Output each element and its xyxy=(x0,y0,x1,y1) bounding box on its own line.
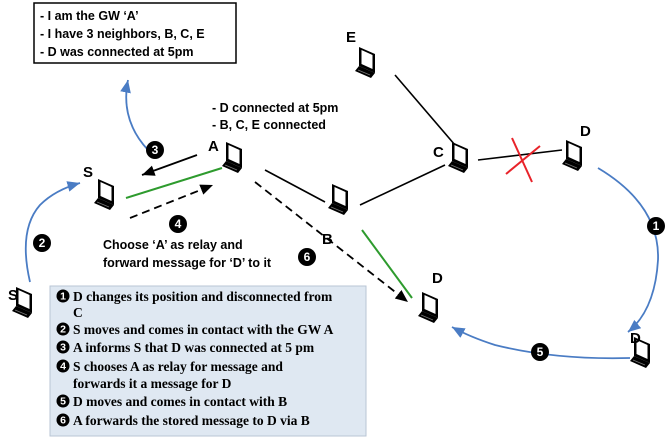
laptop-icon-e xyxy=(354,46,376,79)
legend-text-5: D moves and comes in contact with B xyxy=(73,394,287,409)
node-label-d-top: D xyxy=(580,123,591,140)
legend-item-5: 5 D moves and comes in contact with B xyxy=(56,394,287,409)
relay-note-line-2: forward message for ‘D’ to it xyxy=(103,256,272,270)
node-label-d-right: D xyxy=(630,330,641,347)
node-label-b: B xyxy=(322,231,333,248)
link-s-a xyxy=(125,167,223,199)
legend-item-6: 6 A forwards the stored message to D via… xyxy=(56,413,310,428)
step-number-2: 2 xyxy=(39,236,46,250)
legend-text-2: S moves and comes in contact with the GW… xyxy=(73,322,334,337)
step-marker-2: 2 xyxy=(33,234,51,252)
gw-info-line-1: - I am the GW ‘A’ xyxy=(40,9,139,23)
laptop-icon-s-top xyxy=(93,178,115,211)
legend-text-4a: S chooses A as relay for message and xyxy=(73,359,283,374)
legend-box xyxy=(49,285,367,437)
legend-number-5: 5 xyxy=(60,396,66,408)
laptop-icon-b xyxy=(327,183,349,216)
broken-link-icon xyxy=(505,137,541,183)
legend-text-6: A forwards the stored message to D via B xyxy=(73,413,310,428)
link-a-b xyxy=(264,169,326,203)
node-label-s-bottom: S xyxy=(8,287,18,304)
laptop-icon-a xyxy=(221,141,243,174)
legend-text-3: A informs S that D was connected at 5 pm xyxy=(73,340,315,355)
node-label-d-mid: D xyxy=(432,270,443,287)
step-marker-6: 6 xyxy=(298,248,316,266)
node-label-s-top: S xyxy=(83,164,93,181)
laptop-icon-c xyxy=(447,141,469,174)
step-number-3: 3 xyxy=(152,143,159,157)
step-number-6: 6 xyxy=(304,250,311,264)
legend-item-4: 4 S chooses A as relay for message and f… xyxy=(56,359,283,391)
step-number-5: 5 xyxy=(537,345,544,359)
node-label-a: A xyxy=(208,138,219,155)
step-marker-4: 4 xyxy=(169,215,187,233)
a-note-line-1: - D connected at 5pm xyxy=(212,101,338,115)
node-label-c: C xyxy=(433,144,444,161)
arrow-a-to-d xyxy=(254,181,409,303)
movement-arrow-d-right-to-d-mid xyxy=(451,326,631,360)
arrow-a-to-s xyxy=(141,154,198,176)
laptop-icon-d-mid xyxy=(417,291,439,324)
arrow-s-to-a xyxy=(129,184,214,219)
legend-item-3: 3 A informs S that D was connected at 5 … xyxy=(56,340,315,355)
legend-number-3: 3 xyxy=(60,342,66,354)
movement-arrow-s-to-gwbox xyxy=(120,79,149,151)
legend-number-1: 1 xyxy=(60,291,66,303)
movement-arrow-s-bottom-to-s xyxy=(24,181,81,283)
laptop-icon-d-top xyxy=(561,139,583,172)
step-number-1: 1 xyxy=(653,219,660,233)
gw-info-line-2: - I have 3 neighbors, B, C, E xyxy=(40,27,205,41)
legend-text-4b: forwards it a message for D xyxy=(73,376,232,391)
legend-item-2: 2 S moves and comes in contact with the … xyxy=(56,322,334,337)
gw-info-line-3: - D was connected at 5pm xyxy=(40,45,194,59)
legend-number-2: 2 xyxy=(60,324,66,336)
legend-number-6: 6 xyxy=(60,415,66,427)
step-number-4: 4 xyxy=(175,217,182,231)
step-marker-3: 3 xyxy=(146,141,164,159)
step-marker-1: 1 xyxy=(647,217,665,235)
movement-arrow-d-to-d-right xyxy=(597,167,659,333)
link-b-c xyxy=(359,164,446,206)
legend: 1 D changes its position and disconnecte… xyxy=(49,285,367,437)
link-b-d xyxy=(361,229,413,299)
legend-text-1a: D changes its position and disconnected … xyxy=(73,289,333,304)
legend-text-1b: C xyxy=(73,305,83,320)
gw-info-box: - I am the GW ‘A’ - I have 3 neighbors, … xyxy=(33,2,237,64)
node-label-e: E xyxy=(346,29,356,46)
step-marker-5: 5 xyxy=(531,343,549,361)
relay-note-line-1: Choose ‘A’ as relay and xyxy=(103,238,243,252)
link-c-e xyxy=(394,74,456,146)
a-note-line-2: - B, C, E connected xyxy=(212,118,326,132)
legend-number-4: 4 xyxy=(60,361,66,373)
legend-item-1: 1 D changes its position and disconnecte… xyxy=(56,289,333,320)
